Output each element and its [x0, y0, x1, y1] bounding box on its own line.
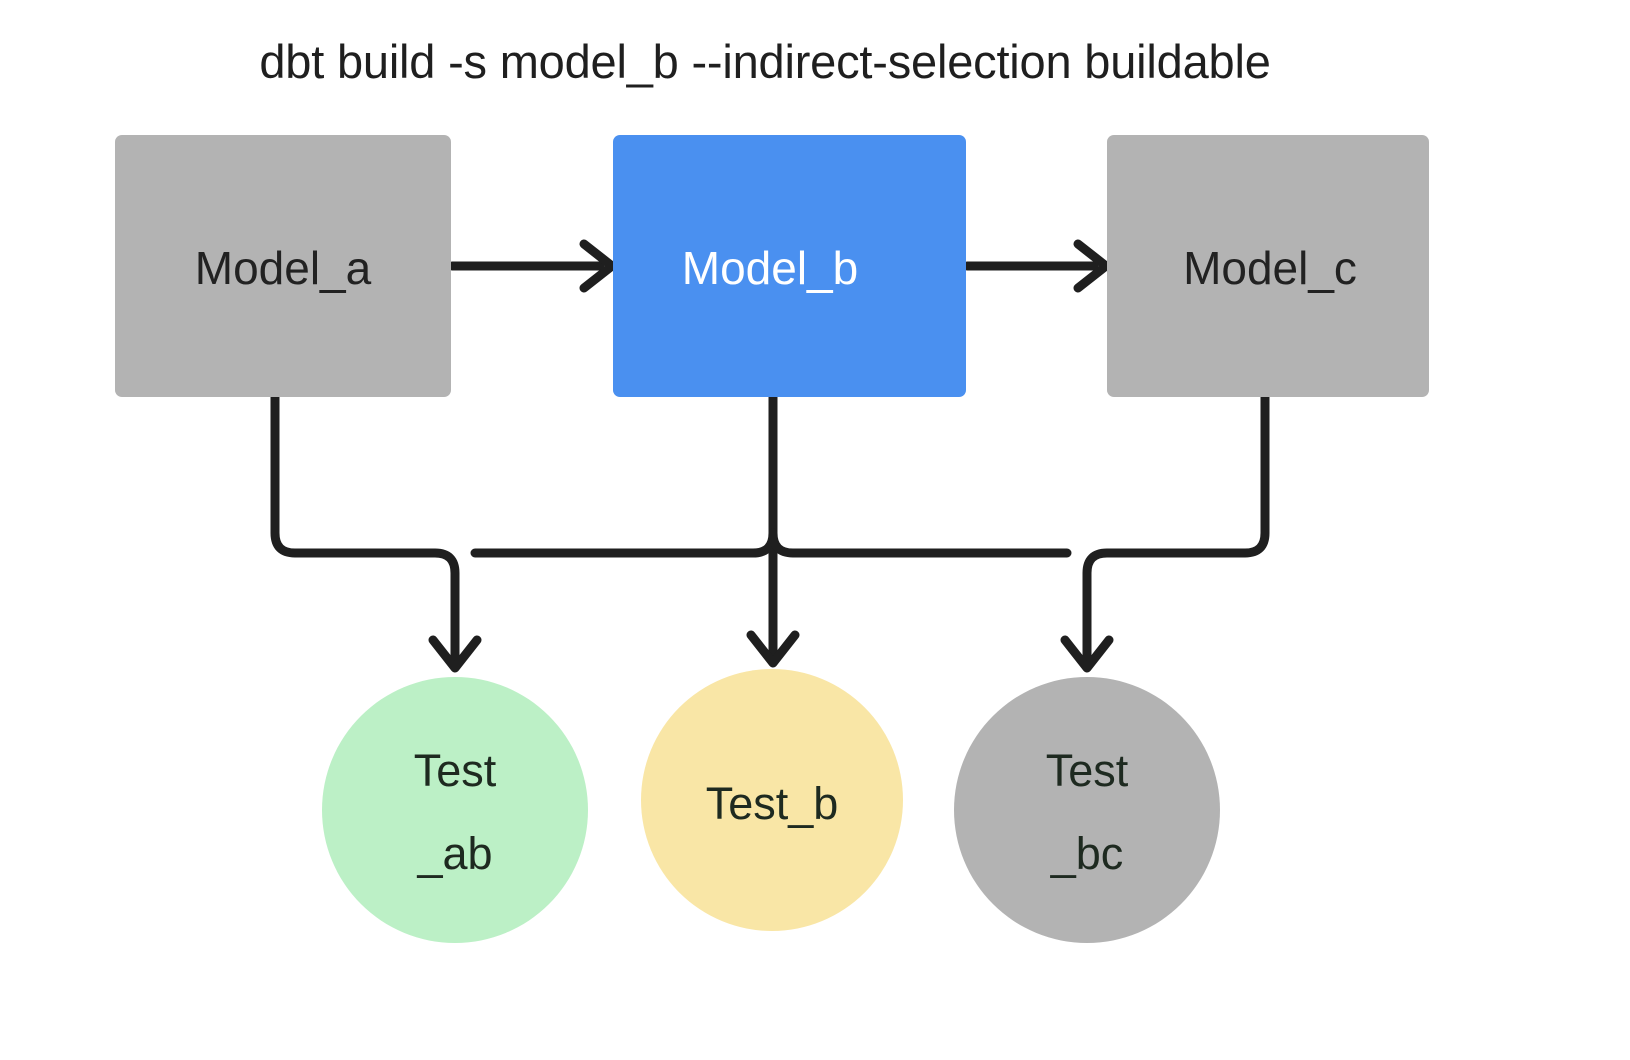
edge-model-a-to-test-ab: [270, 392, 482, 673]
node-test-bc[interactable]: Test _bc: [954, 677, 1220, 943]
edge-model-b-to-test-b: [746, 392, 800, 668]
test-bc-label-line2: _bc: [1050, 828, 1124, 879]
test-bc-circle[interactable]: [954, 677, 1220, 943]
test-b-circle[interactable]: [641, 669, 903, 931]
edge-model-b-to-model-c: [962, 239, 1111, 293]
node-model-b[interactable]: Model_b: [613, 135, 966, 397]
model-c-label: Model_c: [1183, 242, 1357, 294]
test-ab-label-line1: Test: [414, 745, 497, 796]
edge-model-c-to-test-bc: [1060, 392, 1270, 673]
node-test-ab[interactable]: Test _ab: [322, 677, 588, 943]
edge-model-b-to-test-bc: [768, 528, 1072, 558]
model-a-rect[interactable]: [115, 135, 451, 397]
model-b-label: Model_b: [682, 242, 858, 294]
node-model-c[interactable]: Model_c: [1107, 135, 1429, 397]
edge-model-a-to-model-b: [447, 239, 617, 293]
test-ab-circle[interactable]: [322, 677, 588, 943]
test-b-label-line1: Test_b: [706, 778, 839, 829]
node-test-b[interactable]: Test_b: [641, 669, 903, 931]
test-ab-label-line2: _ab: [416, 828, 492, 879]
node-model-a[interactable]: Model_a: [115, 135, 451, 397]
test-bc-label-line1: Test: [1046, 745, 1129, 796]
diagram-title: dbt build -s model_b --indirect-selectio…: [259, 35, 1270, 88]
model-a-label: Model_a: [195, 242, 372, 294]
edge-model-b-to-test-ab: [470, 528, 778, 558]
model-c-rect[interactable]: [1107, 135, 1429, 397]
model-b-rect[interactable]: [613, 135, 966, 397]
